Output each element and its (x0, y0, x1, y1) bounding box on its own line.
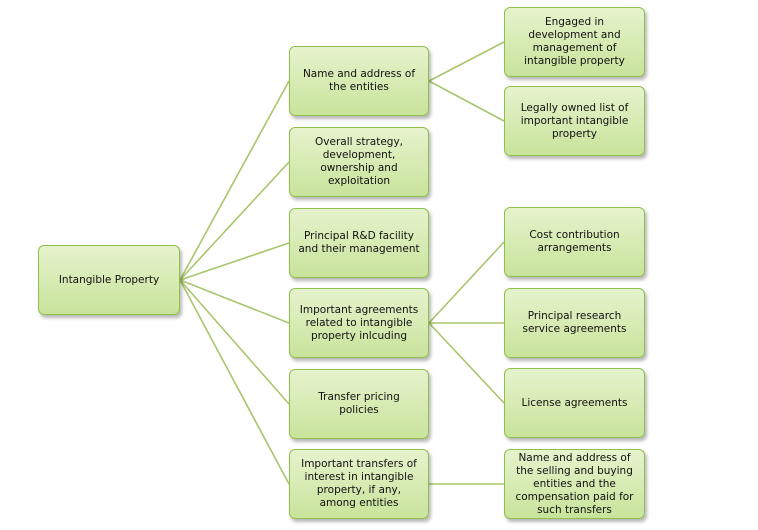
connector-root-branch-4 (179, 279, 290, 324)
branch-node-3: Principal R&D facility and their managem… (289, 208, 429, 278)
connector-branch-1-child-1 (428, 41, 505, 82)
connector-root-branch-1 (179, 80, 290, 281)
child-node-4-1: Cost contribution arrangements (504, 207, 645, 277)
root-node-label: Intangible Property (58, 273, 160, 286)
branch-node-label: Important agreements related to intangib… (299, 303, 419, 342)
child-node-label: Legally owned list of important intangib… (520, 101, 629, 140)
branch-node-2: Overall strategy, development, ownership… (289, 127, 429, 197)
child-node-1-2: Legally owned list of important intangib… (504, 86, 645, 156)
connector-root-branch-6 (179, 279, 290, 485)
branch-node-label: Transfer pricing policies (318, 391, 400, 416)
root-node: Intangible Property (38, 245, 180, 315)
child-node-6-1: Name and address of the selling and buyi… (504, 449, 645, 519)
child-node-label: Engaged in development and management of… (524, 16, 625, 67)
child-node-label: Name and address of the selling and buyi… (515, 451, 634, 516)
branch-node-1: Name and address of the entities (289, 46, 429, 116)
child-node-1-1: Engaged in development and management of… (504, 7, 645, 77)
connector-root-branch-3 (179, 242, 290, 281)
connector-branch-1-child-2 (428, 80, 505, 122)
child-node-4-2: Principal research service agreements (504, 288, 645, 358)
branch-node-label: Principal R&D facility and their managem… (298, 230, 420, 255)
branch-node-label: Overall strategy, development, ownership… (315, 136, 403, 187)
branch-node-label: Important transfers of interest in intan… (301, 458, 417, 509)
connector-root-branch-5 (179, 279, 290, 405)
branch-node-6: Important transfers of interest in intan… (289, 449, 429, 519)
branch-node-4: Important agreements related to intangib… (289, 288, 429, 358)
connector-root-branch-2 (179, 161, 290, 281)
child-node-4-3: License agreements (504, 368, 645, 438)
branch-node-label: Name and address of the entities (302, 68, 416, 93)
connector-branch-4-child-1 (428, 241, 505, 324)
branch-node-5: Transfer pricing policies (289, 369, 429, 439)
child-node-label: Cost contribution arrangements (529, 229, 620, 254)
connector-branch-4-child-3 (428, 322, 505, 404)
child-node-label: Principal research service agreements (522, 310, 627, 335)
child-node-label: License agreements (521, 396, 628, 409)
